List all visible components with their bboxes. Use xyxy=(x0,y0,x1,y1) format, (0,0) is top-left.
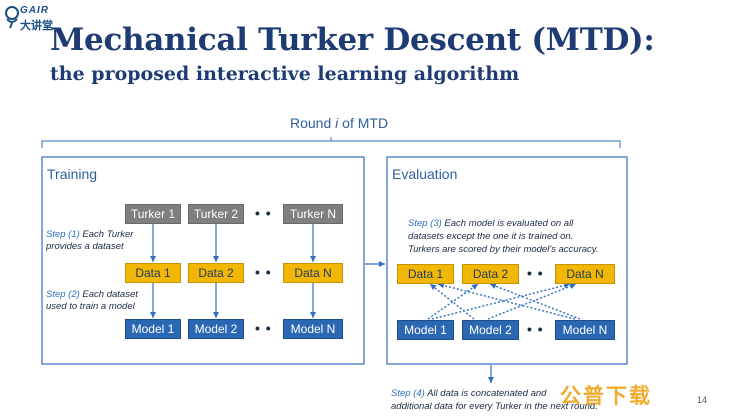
training-data-2-box: Data 2 xyxy=(188,263,244,283)
eval-data-n-box: Data N xyxy=(555,264,615,284)
turker-n-box: Turker N xyxy=(283,204,343,224)
eval-arrow-model2-dataN xyxy=(487,283,577,320)
training-panel xyxy=(41,156,365,365)
step3-text: Step (3) Each model is evaluated on all … xyxy=(408,218,599,255)
microphone-icon xyxy=(5,6,19,29)
training-model-ellipsis: • • xyxy=(255,320,272,336)
slide-subtitle: the proposed interactive learning algori… xyxy=(50,63,520,85)
logo-text-top: GAIR xyxy=(20,5,49,16)
training-data-n-box: Data N xyxy=(283,263,343,283)
watermark: 公普下载 xyxy=(560,384,652,408)
eval-model-ellipsis: • • xyxy=(527,321,544,337)
eval-data-1-box: Data 1 xyxy=(397,264,454,284)
page-number: 14 xyxy=(697,395,708,405)
gair-logo: GAIR 大讲堂 xyxy=(4,3,64,33)
training-title: Training xyxy=(47,166,98,182)
eval-data-2-box: Data 2 xyxy=(462,264,519,284)
step2-text: Step (2) Each dataset used to train a mo… xyxy=(46,289,138,312)
step1-text: Step (1) Each Turker provides a dataset xyxy=(46,229,134,252)
eval-arrow-model1-dataN xyxy=(431,282,571,320)
eval-data-ellipsis: • • xyxy=(527,265,544,281)
training-model-1-box: Model 1 xyxy=(125,319,181,339)
eval-arrow-modelN-data1 xyxy=(437,282,576,320)
evaluation-panel xyxy=(386,156,628,365)
training-model-n-box: Model N xyxy=(283,319,343,339)
training-data-1-box: Data 1 xyxy=(125,263,181,283)
turker-ellipsis: • • xyxy=(255,205,272,221)
turker-2-box: Turker 2 xyxy=(188,204,244,224)
slide-title: Mechanical Turker Descent (MTD): xyxy=(50,22,655,58)
eval-model-n-box: Model N xyxy=(555,320,615,340)
eval-model-1-box: Model 1 xyxy=(397,320,454,340)
training-model-2-box: Model 2 xyxy=(188,319,244,339)
training-data-ellipsis: • • xyxy=(255,264,272,280)
eval-arrow-model2-data1 xyxy=(429,283,475,320)
evaluation-title: Evaluation xyxy=(392,166,458,182)
round-label: Round i of MTD xyxy=(290,115,389,131)
step4-text: Step (4) All data is concatenated and ad… xyxy=(391,388,598,412)
eval-arrow-modelN-data2 xyxy=(489,283,581,320)
eval-model-2-box: Model 2 xyxy=(462,320,519,340)
round-bracket xyxy=(41,140,621,148)
logo-text-bottom: 大讲堂 xyxy=(20,20,53,32)
turker-1-box: Turker 1 xyxy=(125,204,181,224)
